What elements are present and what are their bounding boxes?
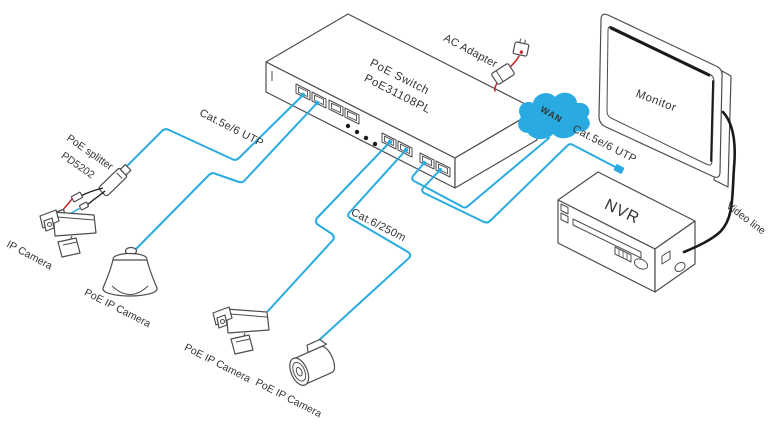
port-ellipsis-dots xyxy=(345,123,378,147)
nvr-cable-connector xyxy=(613,164,625,174)
camera-label-cylinder: PoE IP Camera xyxy=(253,376,323,420)
cloud-shape xyxy=(518,92,590,140)
video-line-cable xyxy=(682,110,736,254)
cylinder-camera-lens xyxy=(295,366,303,377)
wall-plug xyxy=(512,38,530,57)
ac-adapter-label: AC Adapter xyxy=(441,32,499,70)
cylinder-camera-lens-ring xyxy=(289,357,310,386)
monitor-screen xyxy=(606,26,715,166)
nvr: NVR xyxy=(557,171,696,293)
cylinder-camera-mount xyxy=(306,338,328,353)
cable-to-wan xyxy=(411,137,550,209)
dome-camera-bubble xyxy=(111,285,149,295)
poe-ip-camera-cylinder xyxy=(289,338,336,386)
utp-cables xyxy=(120,94,622,343)
cable-label-cat5-left: Cat.5e/6 UTP xyxy=(197,107,265,150)
monitor: Monitor xyxy=(598,13,732,188)
splitter-y-wire xyxy=(86,190,106,206)
nvr-knob xyxy=(633,258,649,270)
cable-to-dome-camera xyxy=(135,102,318,250)
poe-switch: PoE Switch PoE31108PL xyxy=(265,13,538,189)
wan-cloud: WAN xyxy=(518,92,590,140)
switch-right-face xyxy=(454,109,538,189)
ip-camera-bullet-1 xyxy=(39,209,97,258)
cable-pins xyxy=(300,92,625,174)
dome-camera-body xyxy=(102,259,158,297)
cable-to-cylinder-camera xyxy=(316,149,412,343)
cable-to-splitter xyxy=(120,94,304,173)
camera-label-bullet1: IP Camera xyxy=(5,238,55,272)
nvr-connector xyxy=(674,261,686,273)
nvr-button-block xyxy=(614,246,632,263)
splitter-connector xyxy=(79,201,89,211)
video-line-label: Video line xyxy=(724,200,768,237)
monitor-frame xyxy=(598,13,723,178)
poe-ip-camera-dome xyxy=(102,246,158,297)
nvr-disc-tray xyxy=(572,218,642,259)
nvr-vent xyxy=(560,203,569,215)
nvr-port xyxy=(661,250,671,265)
nvr-vent xyxy=(560,212,569,224)
cable-to-bullet-camera xyxy=(267,141,391,312)
splitter-rj45-nub xyxy=(119,163,132,176)
nvr-right-face xyxy=(654,220,696,293)
poe-ip-camera-bullet-2 xyxy=(212,306,270,355)
cable-to-nvr xyxy=(421,143,622,224)
splitter-connector xyxy=(70,191,84,203)
cable-label-cat6: Cat.6/250m xyxy=(349,206,408,244)
adapter-box xyxy=(491,63,515,85)
cylinder-camera-lens-ring xyxy=(292,361,307,382)
splitter-y-wire xyxy=(80,187,104,197)
